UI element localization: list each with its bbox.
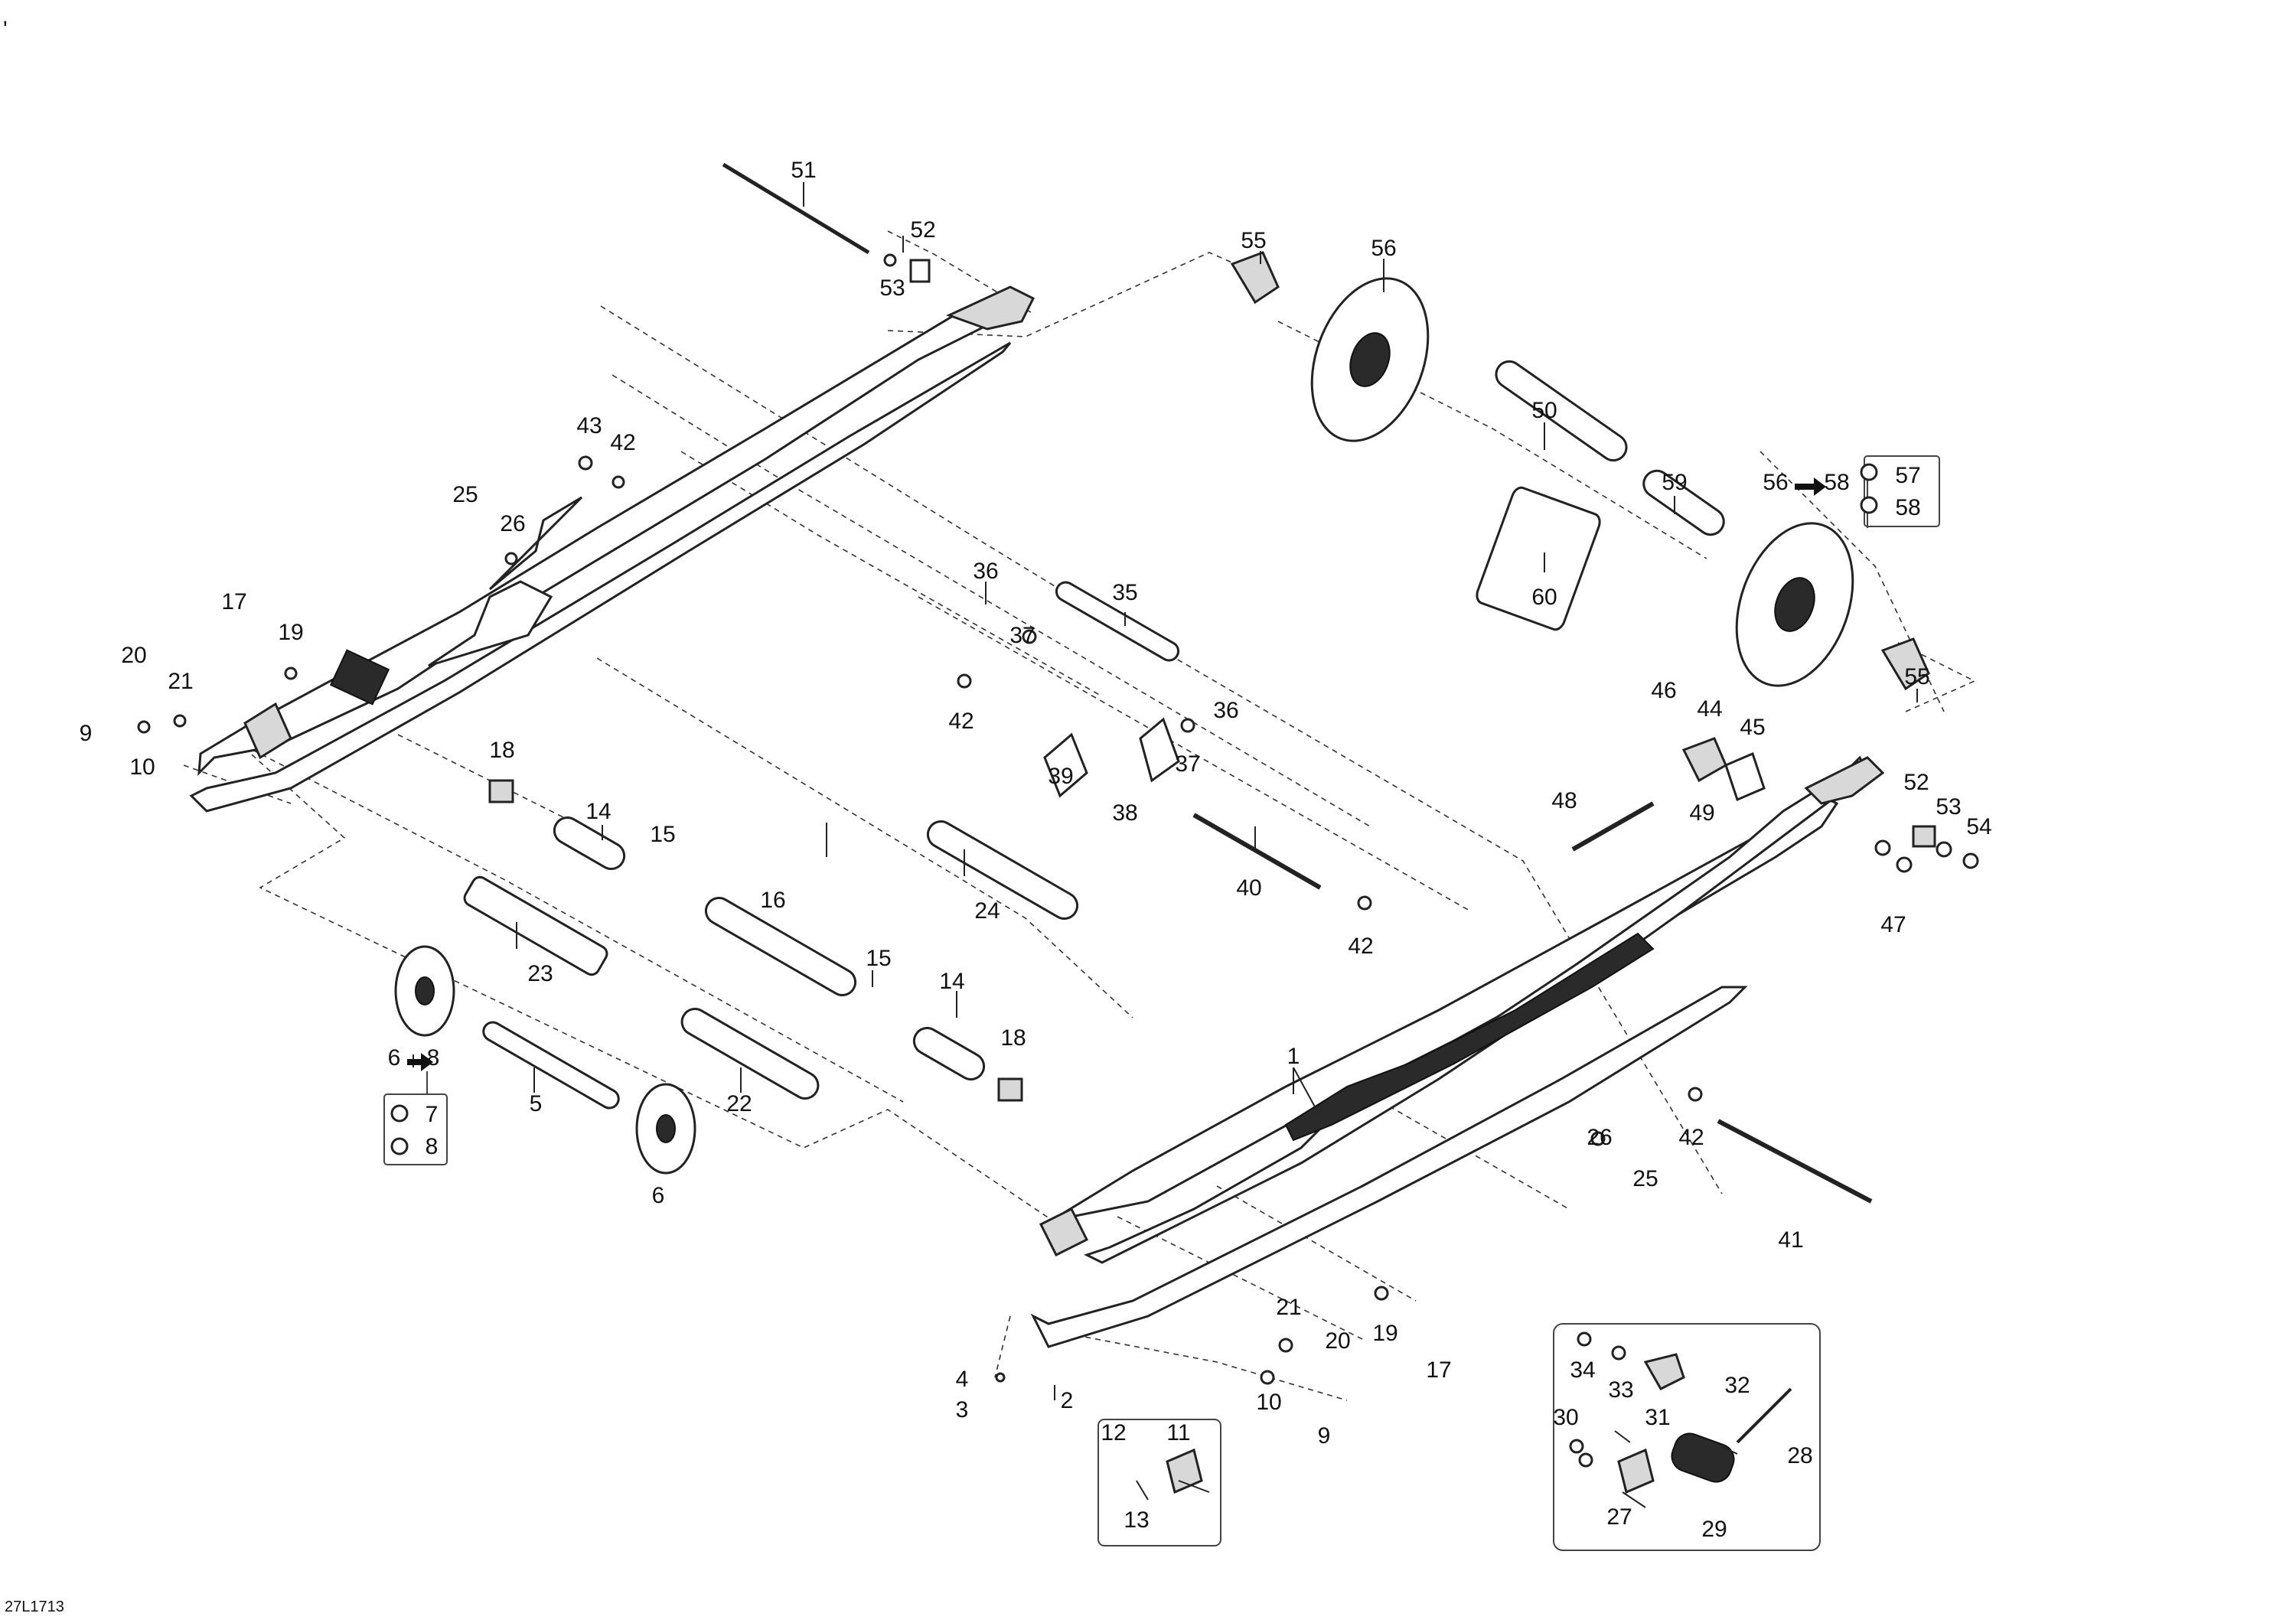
callout-label: 26 <box>500 511 525 536</box>
callout-label: 4 <box>956 1367 969 1392</box>
drawing-code: 27L1713 <box>5 1599 64 1615</box>
callout-label: 9 <box>1318 1423 1331 1449</box>
callout-labels: 51 52 53 55 56 50 59 60 56 58 57 58 55 4… <box>80 158 1992 1542</box>
callout-label: 19 <box>1372 1321 1397 1346</box>
callout-label: 9 <box>80 721 93 746</box>
callout-label: 28 <box>1787 1443 1812 1468</box>
callout-label: 30 <box>1553 1405 1578 1430</box>
right-runner-rail <box>1030 755 1885 1348</box>
callout-label: 37 <box>1009 623 1035 648</box>
callout-label: 24 <box>974 898 1000 924</box>
callout-label: 31 <box>1645 1405 1670 1430</box>
callout-label: 50 <box>1531 398 1557 423</box>
callout-label: 12 <box>1101 1420 1126 1445</box>
callout-label: 23 <box>527 961 553 986</box>
callout-label: 20 <box>121 643 146 668</box>
callout-label: 22 <box>726 1091 752 1116</box>
callout-label: 44 <box>1697 696 1722 722</box>
callout-label: 42 <box>948 709 974 734</box>
callout-label: 49 <box>1689 800 1714 826</box>
callout-label: 55 <box>1904 664 1929 689</box>
callout-label: 35 <box>1112 580 1137 605</box>
callout-label: 14 <box>585 799 611 824</box>
callout-label: 36 <box>1213 698 1238 723</box>
callout-label: 15 <box>866 946 891 971</box>
callout-label: 17 <box>1426 1357 1451 1383</box>
callout-label: 8 <box>426 1134 439 1159</box>
callout-label: 48 <box>1551 788 1577 813</box>
callout-label: 29 <box>1701 1517 1727 1542</box>
left-runner-rail <box>189 285 1035 813</box>
idler-wheels <box>390 277 1878 1175</box>
leader-lines <box>413 182 1918 1508</box>
shafts-and-rods <box>463 162 1873 1204</box>
callout-label: 25 <box>452 482 478 507</box>
callout-label: 8 <box>427 1045 440 1071</box>
callout-label: 52 <box>1903 770 1929 795</box>
callout-label: 52 <box>910 217 935 243</box>
callout-label: 53 <box>879 275 905 301</box>
callout-label: 46 <box>1651 678 1676 703</box>
callout-label: 47 <box>1880 912 1906 937</box>
small-hardware <box>137 251 1979 1494</box>
callout-label: 36 <box>973 559 998 584</box>
detail-boxes <box>383 455 1940 1551</box>
callout-label: 54 <box>1966 814 1991 839</box>
callout-label: 20 <box>1325 1328 1350 1354</box>
callout-label: 15 <box>650 822 675 847</box>
corner-mark: ' <box>3 17 8 42</box>
callout-label: 27 <box>1606 1504 1632 1530</box>
callout-label: 56 <box>1371 236 1396 261</box>
callout-label: 32 <box>1724 1373 1750 1398</box>
callout-label: 11 <box>1166 1420 1190 1445</box>
callout-label: 42 <box>1348 934 1373 959</box>
callout-label: 42 <box>610 430 635 455</box>
callout-label: 59 <box>1662 470 1687 495</box>
callout-label: 7 <box>426 1102 439 1127</box>
callout-label: 17 <box>221 589 246 614</box>
callout-label: 25 <box>1632 1166 1658 1191</box>
callout-label: 21 <box>1276 1295 1301 1320</box>
callout-label: 1 <box>1287 1044 1300 1069</box>
callout-label: 19 <box>278 620 303 645</box>
callout-label: 26 <box>1587 1125 1612 1150</box>
callout-label: 45 <box>1740 715 1765 740</box>
callout-label: 58 <box>1895 495 1920 520</box>
callout-label: 10 <box>129 754 155 780</box>
callout-label: 53 <box>1936 794 1961 820</box>
callout-label: 16 <box>760 888 785 913</box>
callout-label: 58 <box>1824 470 1849 495</box>
callout-label: 60 <box>1531 585 1557 610</box>
callout-label: 18 <box>1000 1025 1026 1051</box>
callout-label: 34 <box>1570 1357 1595 1383</box>
callout-label: 18 <box>489 738 514 763</box>
callout-label: 55 <box>1241 228 1266 253</box>
callout-label: 3 <box>956 1397 969 1423</box>
callout-label: 6 <box>652 1183 665 1208</box>
callout-label: 38 <box>1112 800 1137 826</box>
callout-label: 10 <box>1256 1390 1281 1415</box>
callout-label: 41 <box>1778 1227 1803 1253</box>
callout-label: 21 <box>168 669 193 694</box>
callout-label: 2 <box>1061 1388 1074 1413</box>
callout-label: 33 <box>1608 1377 1633 1403</box>
callout-label: 57 <box>1895 463 1920 488</box>
callout-label: 40 <box>1236 875 1261 901</box>
callout-label: 37 <box>1175 751 1200 777</box>
arrow-icon <box>407 477 1826 1071</box>
callout-label: 42 <box>1678 1125 1704 1150</box>
callout-label: 5 <box>530 1091 543 1116</box>
callout-label: 6 <box>388 1045 401 1071</box>
callout-label: 39 <box>1048 764 1073 789</box>
callout-label: 56 <box>1763 470 1788 495</box>
callout-label: 13 <box>1124 1507 1149 1533</box>
callout-label: 14 <box>939 969 964 994</box>
callout-label: 43 <box>576 413 602 438</box>
callout-label: 51 <box>791 158 816 183</box>
